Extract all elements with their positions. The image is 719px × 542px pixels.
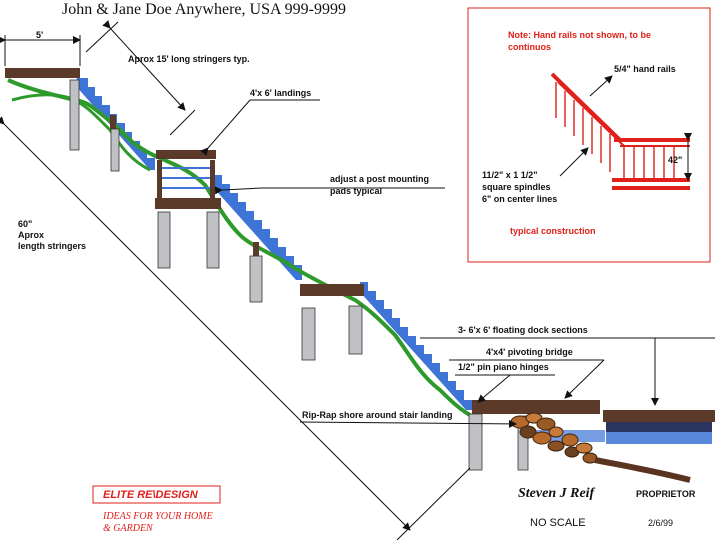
- landing-upper: [155, 150, 263, 303]
- signature: Steven J Reif: [518, 486, 596, 501]
- adjust-posts-label-line2: pads typical: [330, 186, 382, 196]
- landings-label: 4'x 6' landings: [250, 88, 311, 98]
- spindles-label-line1: 11/2" x 1 1/2": [482, 170, 538, 180]
- brand-tagline-line2: & GARDEN: [103, 523, 154, 534]
- rip-rap-label: Rip-Rap shore around stair landing: [302, 410, 453, 420]
- upper-post: [110, 128, 120, 172]
- inset-caption: typical construction: [510, 226, 596, 236]
- brand-tagline-line1: IDEAS FOR YOUR HOME: [102, 511, 213, 522]
- spindles-label-line2: square spindles: [482, 182, 551, 192]
- hand-rails-label: 5/4" hand rails: [614, 64, 676, 74]
- inset-note-line1: Note: Hand rails not shown, to be: [508, 30, 651, 40]
- scale-note: NO SCALE: [530, 517, 586, 529]
- landing-middle: [300, 284, 364, 361]
- adjust-posts-label-line1: adjust a post mounting: [330, 174, 429, 184]
- floating-dock: [603, 410, 715, 444]
- dimension-5ft-label: 5': [36, 30, 43, 40]
- rail-height-label: 42": [668, 155, 682, 165]
- client-header: John & Jane Doe Anywhere, USA 999-9999: [62, 1, 346, 18]
- top-deck-post: [69, 79, 80, 151]
- floating-dock-label: 3- 6'x 6' floating dock sections: [458, 325, 588, 335]
- brand-block: ELITE RE\DESIGN IDEAS FOR YOUR HOME & GA…: [92, 485, 221, 534]
- inset-note-line2: continuos: [508, 42, 551, 52]
- stringer-total-line2: Aprox: [18, 230, 44, 240]
- railing-drawing: [550, 72, 690, 190]
- dimension-lines: [0, 20, 715, 541]
- proprietor-title: PROPRIETOR: [636, 489, 696, 499]
- brand-name: ELITE RE\DESIGN: [103, 489, 199, 501]
- stringer-total-line1: 60": [18, 219, 32, 229]
- stair-flight-lower: [360, 282, 472, 410]
- piano-hinges-label: 1/2" pin piano hinges: [458, 362, 549, 372]
- bottom-landing: [468, 400, 600, 471]
- spindles-label-line3: 6" on center lines: [482, 194, 557, 204]
- inset-typical-construction: Note: Hand rails not shown, to be contin…: [467, 7, 711, 263]
- stringer-total-line3: length stringers: [18, 241, 86, 251]
- stringers-length-label: Aprox 15' long stringers typ.: [128, 54, 250, 64]
- rip-rap-rocks: [510, 412, 691, 483]
- pivot-bridge-label: 4'x4' pivoting bridge: [486, 347, 573, 357]
- drawing-date: 2/6/99: [648, 518, 673, 528]
